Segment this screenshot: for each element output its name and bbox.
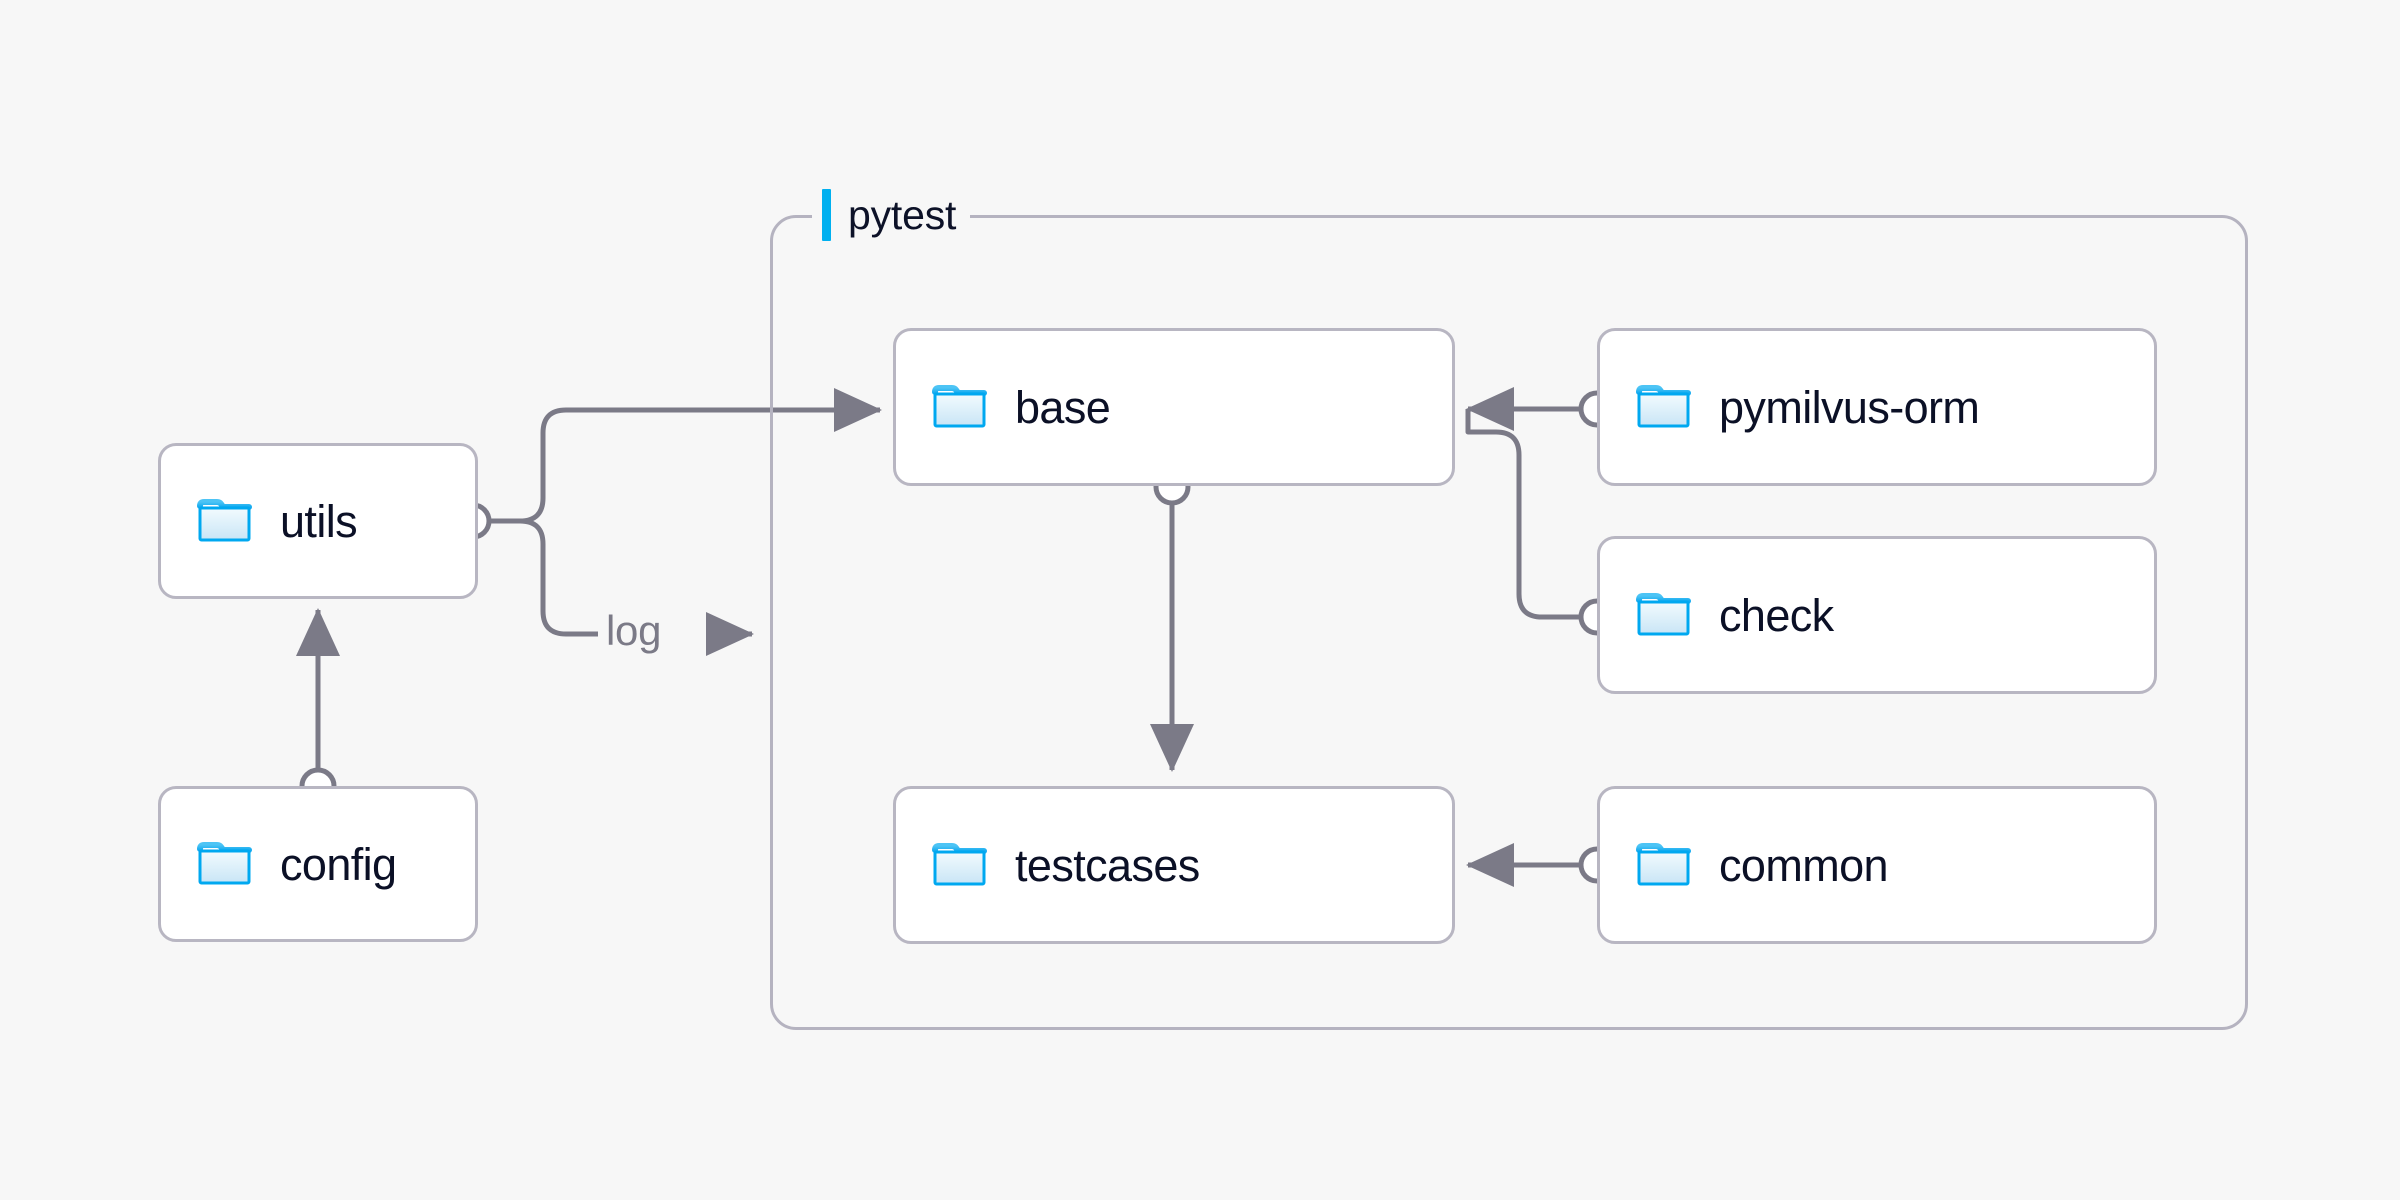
node-label: utils: [280, 495, 358, 547]
node-pymilvus-orm[interactable]: pymilvus-orm: [1597, 328, 2157, 486]
node-label: check: [1719, 589, 1834, 641]
node-utils[interactable]: utils: [158, 443, 478, 599]
node-common[interactable]: common: [1597, 786, 2157, 944]
folder-icon: [932, 842, 988, 888]
node-base[interactable]: base: [893, 328, 1455, 486]
edge-utils-to-log: [491, 518, 598, 637]
pytest-group-label: pytest: [812, 187, 971, 243]
edge-label-log: log: [606, 607, 662, 654]
pytest-group-container: [770, 215, 2248, 1030]
node-label: testcases: [1015, 839, 1200, 891]
node-check[interactable]: check: [1597, 536, 2157, 694]
folder-icon: [1636, 384, 1692, 430]
folder-icon: [932, 384, 988, 430]
node-config[interactable]: config: [158, 786, 478, 942]
folder-icon: [197, 498, 253, 544]
group-title-text: pytest: [848, 191, 957, 238]
node-testcases[interactable]: testcases: [893, 786, 1455, 944]
node-label: pymilvus-orm: [1719, 381, 1980, 433]
node-label: config: [280, 838, 397, 890]
accent-bar-icon: [822, 189, 831, 241]
folder-icon: [197, 841, 253, 887]
node-label: base: [1015, 381, 1111, 433]
folder-icon: [1636, 842, 1692, 888]
node-label: common: [1719, 839, 1889, 891]
folder-icon: [1636, 592, 1692, 638]
